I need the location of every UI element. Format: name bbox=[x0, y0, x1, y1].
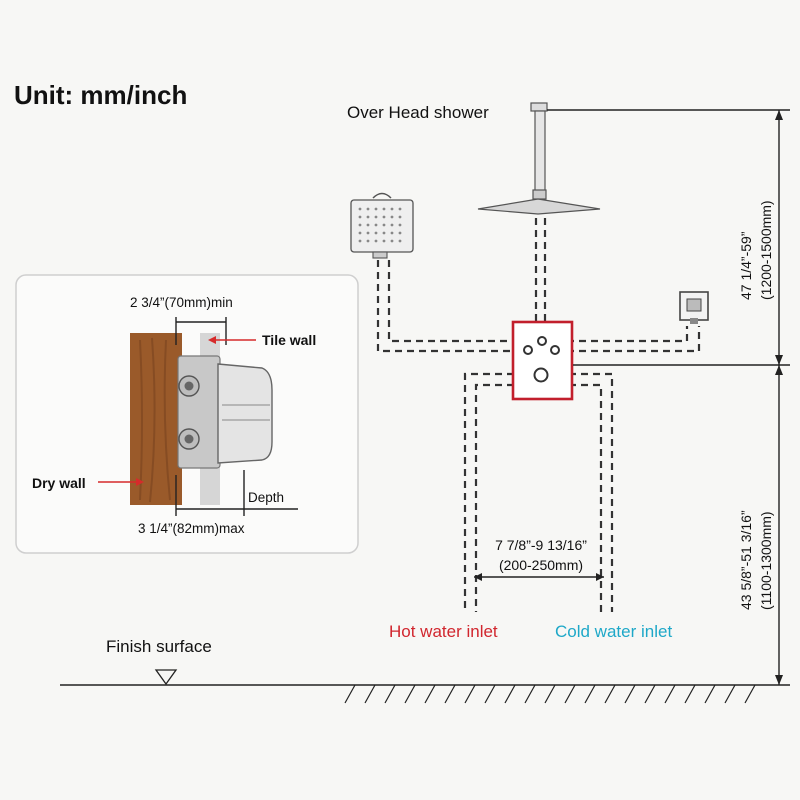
lower-height-mm: (1100-1300mm) bbox=[758, 511, 774, 610]
inlet-spacing: 7 7/8”-9 13/16” (200-250mm) bbox=[474, 537, 604, 581]
dry-wall-wood bbox=[130, 333, 182, 505]
hose-outlet bbox=[679, 291, 709, 324]
valve-body bbox=[177, 355, 273, 469]
tile-wall-label: Tile wall bbox=[262, 332, 316, 348]
floor: Finish surface bbox=[60, 637, 790, 704]
min-depth-label: 2 3/4”(70mm)min bbox=[130, 295, 233, 310]
level-marker-icon bbox=[154, 669, 178, 686]
overhead-shower: Over Head shower bbox=[347, 102, 601, 215]
pipes bbox=[376, 218, 701, 612]
depth-label: Depth bbox=[248, 490, 284, 505]
upper-height-mm: (1200-1500mm) bbox=[758, 200, 774, 300]
height-dimensions: 47 1/4”-59” (1200-1500mm) 43 5/8”-51 3/1… bbox=[547, 109, 790, 685]
spacing-mm-label: (200-250mm) bbox=[499, 557, 583, 573]
mixing-valve bbox=[511, 320, 574, 401]
upper-height-inch: 47 1/4”-59” bbox=[738, 231, 754, 300]
dry-wall-label: Dry wall bbox=[32, 475, 86, 491]
hot-water-label: Hot water inlet bbox=[389, 622, 498, 641]
lower-height-inch: 43 5/8”-51 3/16” bbox=[738, 510, 754, 610]
unit-heading: Unit: mm/inch bbox=[14, 80, 187, 110]
max-depth-label: 3 1/4”(82mm)max bbox=[138, 521, 245, 536]
cold-water-label: Cold water inlet bbox=[555, 622, 672, 641]
spacing-inch-label: 7 7/8”-9 13/16” bbox=[495, 537, 587, 553]
valve-box-inset: 2 3/4”(70mm)min Tile wall Dry wall Depth… bbox=[15, 274, 359, 554]
overhead-shower-label: Over Head shower bbox=[347, 103, 489, 122]
finish-surface-label: Finish surface bbox=[106, 637, 212, 656]
hand-shower bbox=[350, 192, 414, 259]
